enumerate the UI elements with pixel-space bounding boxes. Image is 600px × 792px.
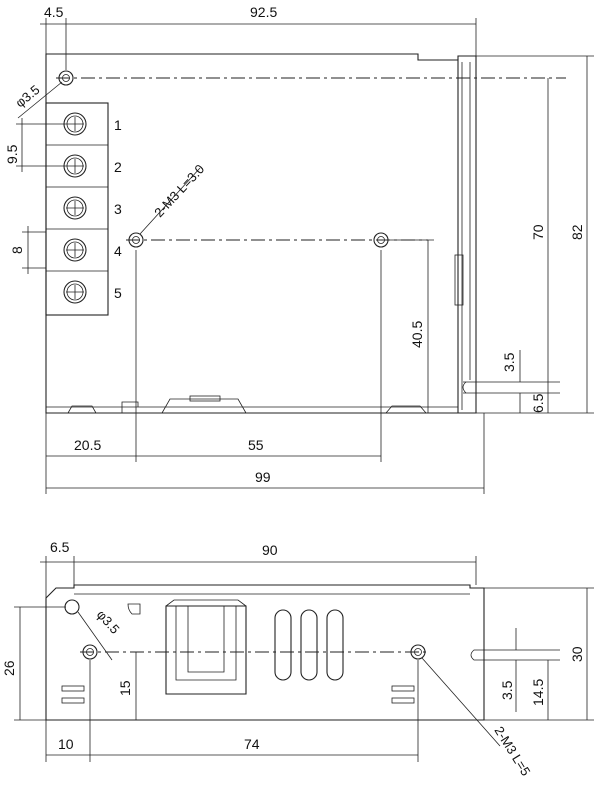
terminal-label-5: 5 (114, 285, 122, 301)
dim-82: 82 (569, 224, 585, 240)
terminal-screw-icon-4 (63, 238, 87, 262)
base-bridge-bar (189, 395, 221, 402)
dim-4-5: 4.5 (44, 4, 64, 20)
louvre-left-2 (61, 697, 85, 704)
side-dim-phi-3-5: φ3.5 (94, 607, 123, 637)
dim-phi-3-5: φ3.5 (12, 82, 42, 110)
side-flange (457, 55, 477, 414)
vent-slot-2 (300, 609, 318, 681)
side-dim-74: 74 (244, 736, 260, 752)
base-clip-right (385, 405, 427, 414)
dim-6-5: 6.5 (530, 393, 546, 413)
louvre-left-1 (61, 685, 85, 692)
louvre-right-2 (391, 697, 415, 704)
side-dim-10: 10 (58, 736, 74, 752)
connector-window (165, 605, 247, 695)
flange-clip (454, 254, 464, 306)
dim-70: 70 (530, 224, 546, 240)
terminal-label-2: 2 (114, 159, 122, 175)
terminal-label-4: 4 (114, 243, 122, 259)
side-dim-90: 90 (262, 542, 278, 558)
side-outline (45, 584, 485, 721)
terminal-screw-icon-1 (63, 112, 87, 136)
side-dim-15: 15 (117, 680, 133, 696)
base-tab (121, 401, 139, 413)
louvre-right-1 (391, 685, 415, 692)
side-dim-3-5: 3.5 (499, 680, 515, 700)
side-dim-26: 26 (1, 660, 17, 676)
dim-99: 99 (255, 469, 271, 485)
dim-3-5: 3.5 (501, 352, 517, 372)
side-dim-6-5: 6.5 (50, 539, 70, 555)
vent-slot-3 (326, 609, 344, 681)
side-slot (470, 649, 484, 661)
flange-slot (463, 381, 476, 394)
dim-20-5: 20.5 (74, 437, 101, 453)
dim-2m3-top: 2-M3 L=3.0 (151, 161, 207, 220)
leader-2m3-top (139, 167, 201, 235)
side-dim-2m3: 2-M3 L=5 (491, 724, 533, 779)
terminal-screw-icon-2 (63, 154, 87, 178)
base-clip-left (67, 405, 97, 414)
side-small-tab (127, 603, 141, 615)
base-bridge (161, 398, 247, 414)
side-dim-30: 30 (569, 646, 585, 662)
side-dim-14-5: 14.5 (530, 679, 546, 706)
leader-phi (17, 81, 63, 119)
terminal-screw-icon-3 (63, 196, 87, 220)
terminal-label-1: 1 (114, 117, 122, 133)
dim-8: 8 (9, 246, 25, 254)
terminal-housing (45, 102, 109, 316)
dim-92-5: 92.5 (250, 4, 277, 20)
terminal-block: 1 2 3 4 5 (45, 102, 122, 316)
side-leader-2m3 (421, 657, 501, 747)
dim-55: 55 (248, 437, 264, 453)
top-view: 1 2 3 4 5 4.5 92.5 φ3.5 9.5 8 (4, 4, 594, 494)
vent-slot-1 (274, 609, 292, 681)
side-hole-icon-top (64, 599, 80, 615)
connector-top (165, 599, 247, 607)
flange-slot-arc (462, 381, 467, 394)
connector-frame (175, 606, 237, 681)
side-leader-phi (77, 611, 113, 661)
terminal-label-3: 3 (114, 201, 122, 217)
side-view: 6.5 90 φ3.5 26 15 30 3.5 14.5 10 74 (1, 539, 594, 778)
terminal-screw-icon-5 (63, 280, 87, 304)
dim-9-5: 9.5 (4, 144, 20, 164)
dim-40-5: 40.5 (409, 321, 425, 348)
